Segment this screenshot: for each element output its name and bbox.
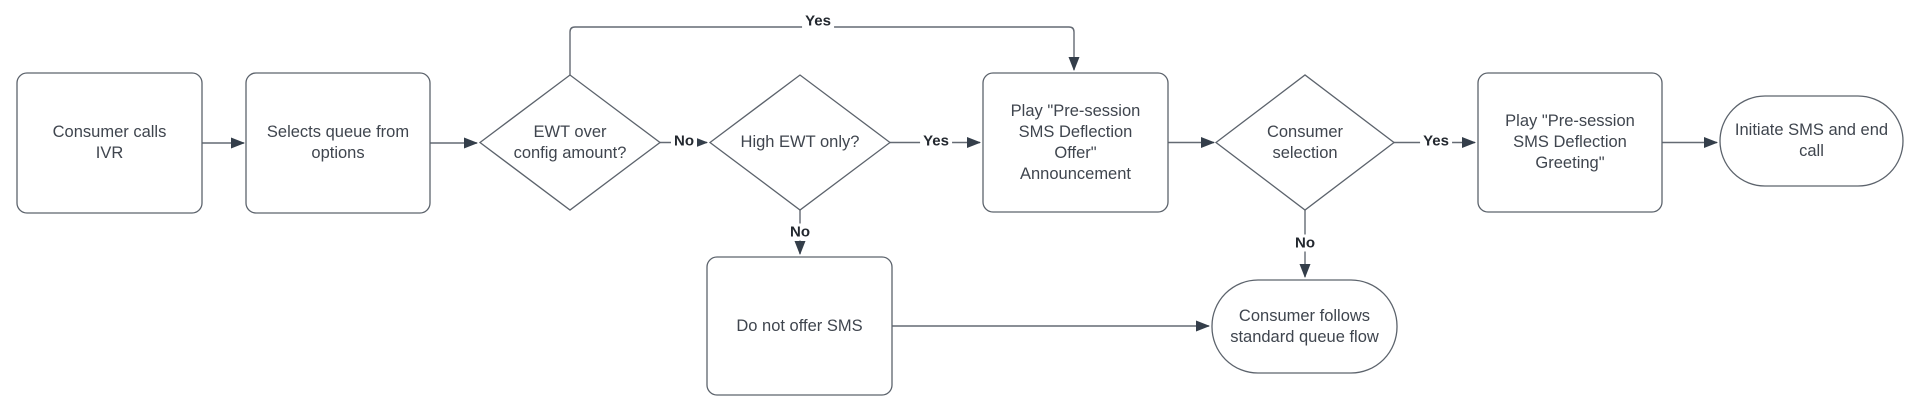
process-consumer-calls-ivr [16,72,203,214]
decision-consumer-selection [1214,74,1396,211]
process-selects-queue [245,72,431,214]
process-play-offer [982,72,1169,213]
process-play-greeting [1477,72,1663,213]
decision-high-ewt-only [708,74,892,211]
terminator-standard-queue [1211,279,1398,374]
process-do-not-offer [706,256,893,396]
terminator-initiate-sms [1719,95,1904,187]
edge-ewt-yes-to-offer [569,26,1080,75]
decision-ewt-over-config [478,74,662,211]
